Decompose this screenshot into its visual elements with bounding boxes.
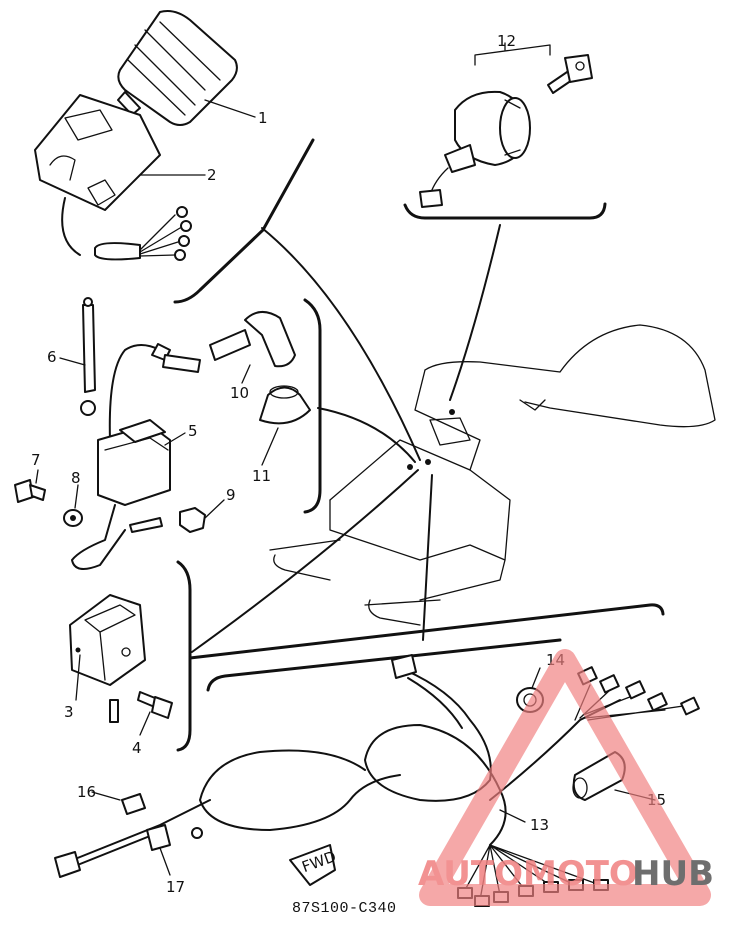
part-6-ground-lead [80, 297, 96, 416]
watermark-text-b: HUB [632, 854, 714, 894]
leader-lines [191, 224, 501, 653]
watermark: AUTOMOTO HUB [418, 649, 714, 906]
fwd-tag: FWD [289, 844, 338, 886]
callout-16: 16 [77, 783, 96, 801]
part-16-cap [121, 793, 146, 815]
section-brackets [173, 138, 665, 752]
part-4-screw [137, 691, 173, 719]
callout-3: 3 [64, 703, 74, 721]
callout-12: 12 [497, 32, 516, 50]
callout-9: 9 [226, 486, 236, 504]
callout-1: 1 [258, 109, 268, 127]
part-11-plug-boot [259, 385, 311, 425]
callout-10: 10 [230, 384, 249, 402]
part-3-regulator [69, 594, 146, 723]
part-17-clamp [146, 824, 203, 851]
watermark-text-a: AUTOMOTO [418, 854, 638, 894]
part-8-washer [63, 509, 83, 527]
callout-7: 7 [31, 451, 41, 469]
frame-outline [269, 324, 716, 626]
part-7-bolt [14, 479, 46, 503]
callout-13: 13 [530, 816, 549, 834]
callout-11: 11 [252, 467, 271, 485]
part-5-ignition-coil [71, 343, 171, 570]
part-code: 87S100-C340 [292, 900, 397, 917]
callout-17: 17 [166, 878, 185, 896]
watermark-triangle-icon [419, 649, 711, 906]
part-10-plug-cap [162, 311, 296, 373]
part-9-nut [179, 507, 206, 533]
part-12-main-switch [419, 42, 593, 208]
part-1-cdi-unit [117, 10, 238, 126]
callout-8: 8 [71, 469, 81, 487]
callout-5: 5 [188, 422, 198, 440]
part-2-bracket [34, 94, 192, 261]
callout-6: 6 [47, 348, 57, 366]
callout-2: 2 [207, 166, 217, 184]
callout-4: 4 [132, 739, 142, 757]
